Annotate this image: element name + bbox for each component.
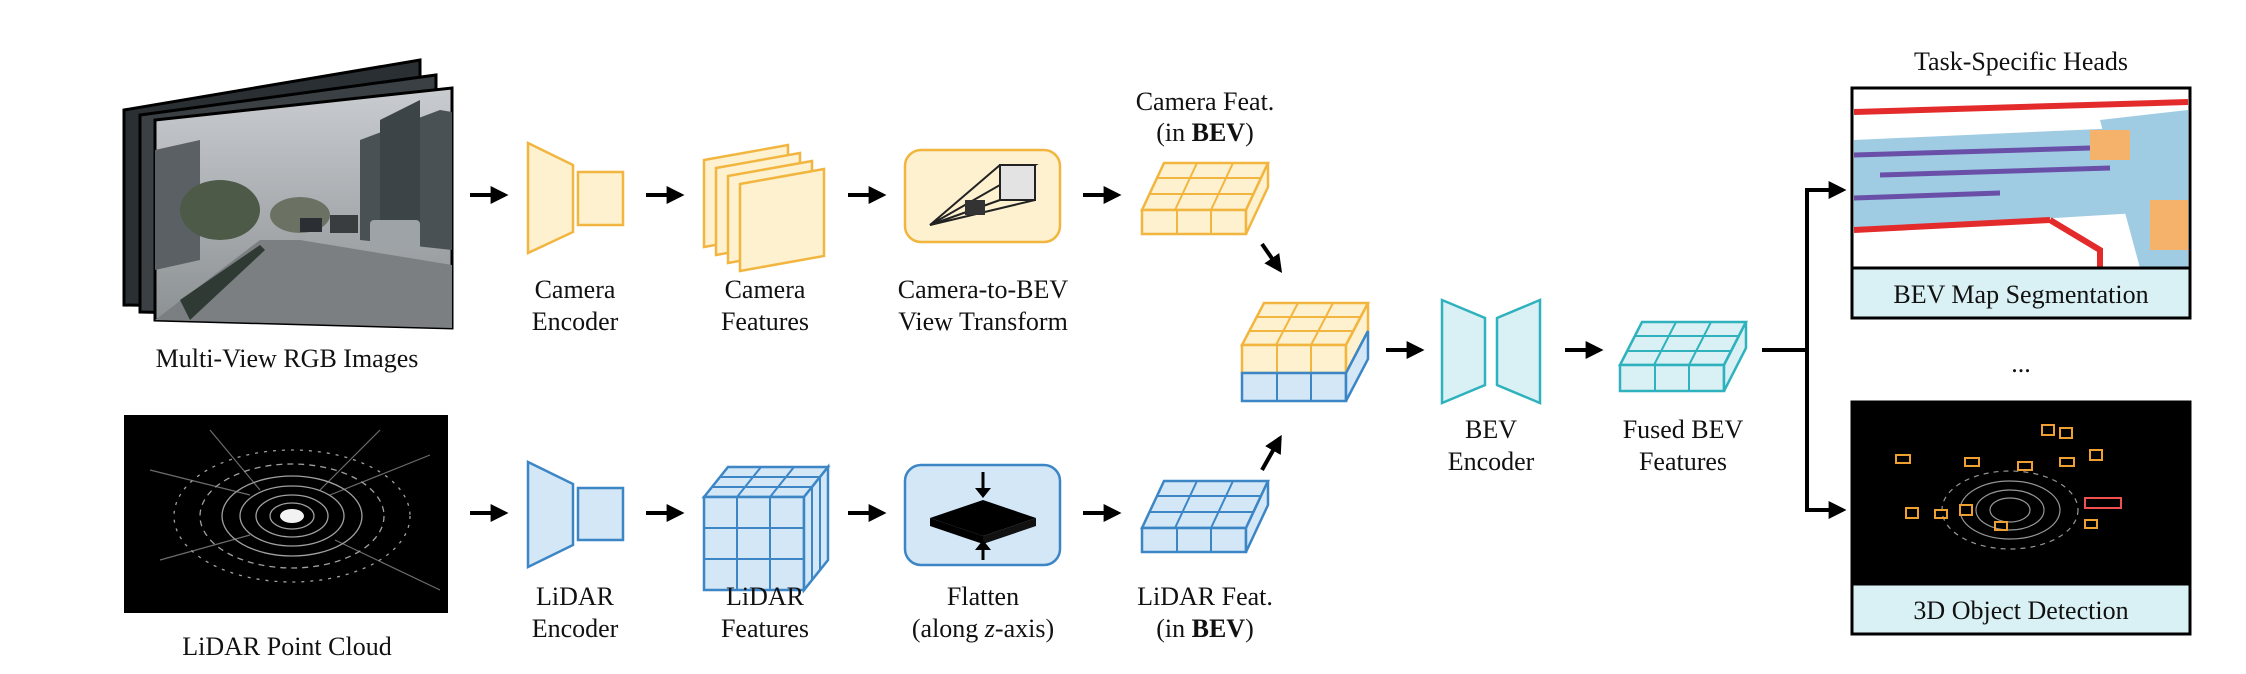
- flatten-label-2: (along z-axis): [912, 614, 1054, 643]
- lidar-bev-feat-label-2: (in BEV): [1156, 614, 1254, 643]
- arrow-lidarfeat-to-fused: [1260, 434, 1282, 471]
- lidar-point-cloud: LiDAR Point Cloud: [124, 415, 448, 661]
- arrow-camfeat-to-fused: [1260, 242, 1283, 273]
- transform-label-1: Camera-to-BEV: [898, 275, 1069, 304]
- lidar-encoder: LiDAR Encoder: [526, 459, 625, 643]
- segmentation-label: BEV Map Segmentation: [1893, 280, 2148, 309]
- 3d-object-detection-head: 3D Object Detection: [1850, 400, 2192, 636]
- fused-bev-features: Fused BEV Features: [1617, 320, 1749, 476]
- multi-view-rgb-images: Multi-View RGB Images: [122, 58, 454, 373]
- flatten-label-1: Flatten: [947, 582, 1019, 611]
- lidar-bev-feat-label-1: LiDAR Feat.: [1137, 582, 1273, 611]
- camera-bev-feat-label-1: Camera Feat.: [1136, 87, 1275, 116]
- lidar-input-label: LiDAR Point Cloud: [182, 632, 391, 661]
- camera-features-label-2: Features: [721, 307, 809, 336]
- camera-bev-feat-label-2: (in BEV): [1156, 118, 1254, 147]
- lidar-encoder-label-1: LiDAR: [536, 582, 615, 611]
- camera-encoder-label-1: Camera: [535, 275, 616, 304]
- transform-label-2: View Transform: [898, 307, 1068, 336]
- heads-title: Task-Specific Heads: [1914, 47, 2128, 76]
- lidar-features-label-2: Features: [721, 614, 809, 643]
- camera-features-label-1: Camera: [725, 275, 806, 304]
- fused-bev-label-2: Features: [1639, 447, 1727, 476]
- svg-text:Camera: Camera: [535, 275, 616, 304]
- lidar-encoder-label-2: Encoder: [532, 614, 619, 643]
- camera-encoder-label-2: Encoder: [532, 307, 619, 336]
- bev-encoder-label-1: BEV: [1465, 415, 1517, 444]
- heads-ellipsis: ...: [2011, 349, 2031, 378]
- camera-bev-features: Camera Feat. (in BEV): [1136, 87, 1275, 236]
- detection-label: 3D Object Detection: [1913, 596, 2128, 625]
- camera-features: Camera Features: [702, 143, 826, 336]
- camera-input-label: Multi-View RGB Images: [156, 344, 419, 373]
- camera-to-bev-view-transform: Camera-to-BEV View Transform: [898, 148, 1069, 336]
- concatenated-bev-features: [1239, 301, 1371, 403]
- lidar-features: LiDAR Features: [701, 463, 831, 643]
- heads-branch-arrows: [1762, 181, 1847, 519]
- lidar-bev-features: LiDAR Feat. (in BEV): [1137, 479, 1273, 643]
- lidar-features-label-1: LiDAR: [726, 582, 805, 611]
- bev-encoder-label-2: Encoder: [1448, 447, 1535, 476]
- flatten-along-z: Flatten (along z-axis): [903, 463, 1062, 643]
- bev-encoder: BEV Encoder: [1440, 298, 1542, 476]
- svg-text:Encoder: Encoder: [532, 307, 619, 336]
- bev-map-segmentation-head: BEV Map Segmentation: [1850, 86, 2192, 320]
- fused-bev-label-1: Fused BEV: [1623, 415, 1744, 444]
- camera-encoder: Camera Encoder: [526, 140, 625, 336]
